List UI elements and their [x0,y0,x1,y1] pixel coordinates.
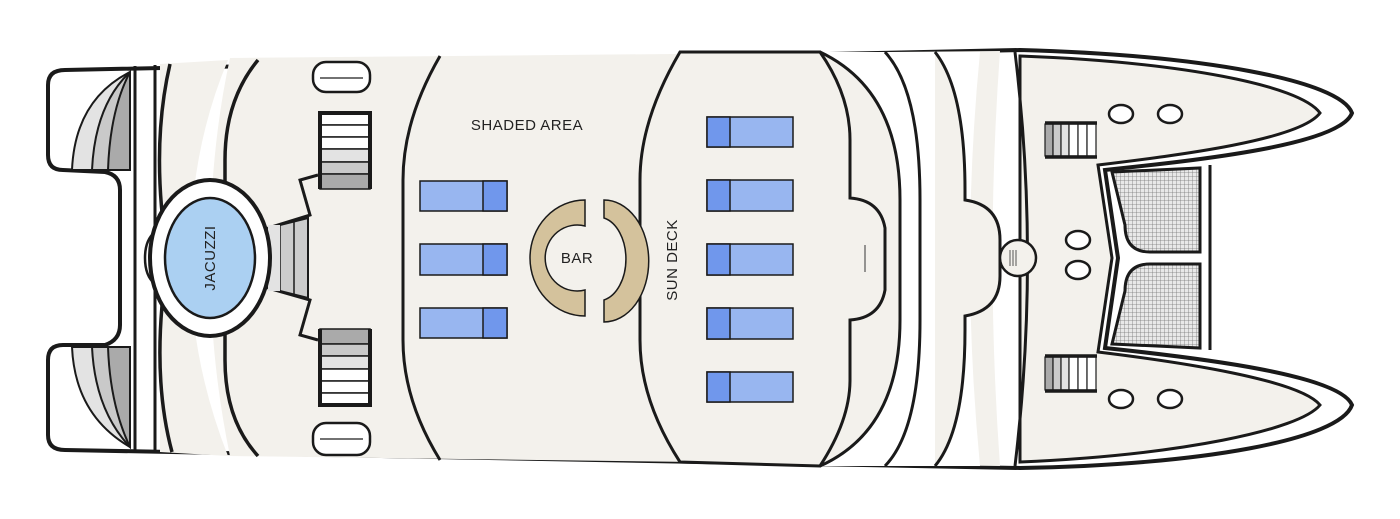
shaded-area-zone [401,55,442,461]
lounger [706,371,794,403]
stairs-bottom [318,328,372,407]
hatch-bottom [311,421,372,457]
lounger [706,116,794,148]
hatch [1107,388,1135,410]
lounger [419,243,508,276]
jacuzzi-label: JACUZZI [202,225,219,290]
hatch [1156,103,1184,125]
stairs-top [318,111,372,190]
trampoline-net [1110,166,1202,350]
bow-stairs-bottom [1044,354,1097,393]
helm-icon [998,238,1038,278]
bar-label: BAR [561,250,593,267]
sun-deck-label: SUN DECK [664,219,681,301]
jacuzzi: JACUZZI [143,173,319,342]
stern-steps-bottom [70,346,131,450]
bar: BAR [529,199,650,323]
hatch-top [311,60,372,94]
stern-steps-top [70,69,131,171]
hatch [1107,103,1135,125]
lounger [706,179,794,212]
lounger [706,307,794,340]
lounger [706,243,794,276]
hatch [1064,259,1092,281]
hatch [1064,229,1092,251]
lounger [419,307,508,339]
shaded-area-label: SHADED AREA [471,117,583,134]
bow-stairs-top [1044,121,1097,159]
hatch [1156,388,1184,410]
lounger [419,180,508,212]
